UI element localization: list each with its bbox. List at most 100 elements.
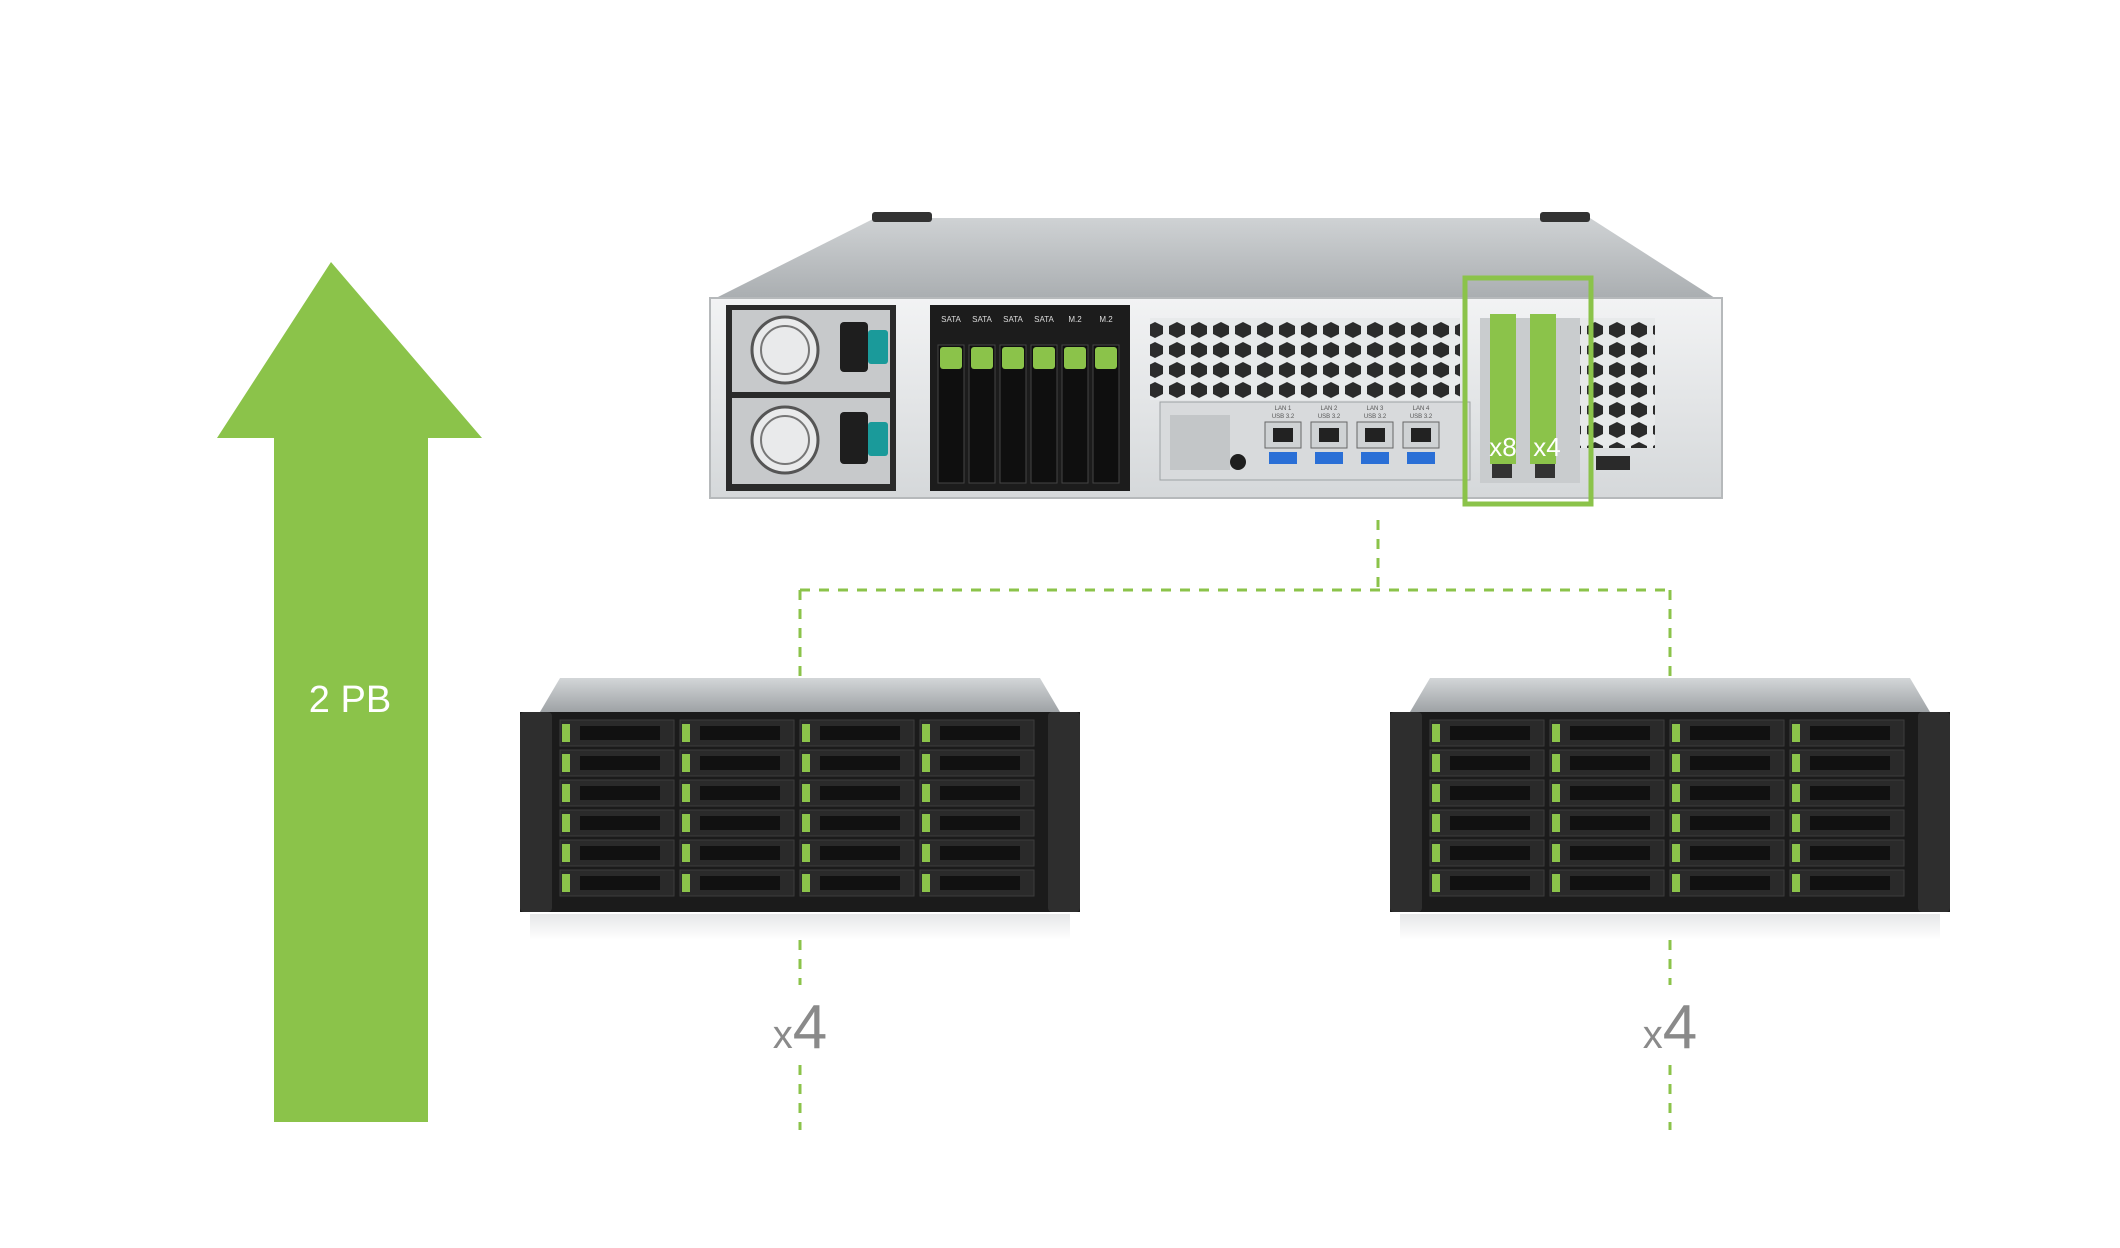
usb-port-label: USB 3.2 bbox=[1272, 414, 1295, 420]
capacity-arrow: 2 PB bbox=[217, 262, 482, 1122]
drive-bay-latch[interactable] bbox=[1002, 347, 1024, 369]
fan-icon bbox=[760, 325, 810, 375]
drive-tray-latch[interactable] bbox=[1792, 754, 1800, 772]
jbod-reflection bbox=[1400, 914, 1940, 940]
expansion-unit-left bbox=[520, 678, 1080, 940]
drive-tray-latch[interactable] bbox=[1432, 784, 1440, 802]
drive-tray-latch[interactable] bbox=[1672, 844, 1680, 862]
pcie-highlight-box bbox=[1462, 275, 1594, 507]
drive-tray-latch[interactable] bbox=[1432, 814, 1440, 832]
arrow-up-icon bbox=[217, 262, 482, 1122]
drive-bay-latch[interactable] bbox=[940, 347, 962, 369]
expansion-multiplier-right: x4 bbox=[1643, 993, 1697, 1062]
power-supply-units bbox=[726, 305, 896, 491]
drive-tray-latch[interactable] bbox=[922, 844, 930, 862]
drive-tray-latch[interactable] bbox=[802, 754, 810, 772]
psu-bottom bbox=[732, 398, 890, 484]
psu-handle-top[interactable] bbox=[868, 330, 888, 364]
drive-tray-latch[interactable] bbox=[682, 874, 690, 892]
usb-port[interactable] bbox=[1315, 452, 1343, 464]
jbod-reflection bbox=[530, 914, 1070, 940]
drive-tray-latch[interactable] bbox=[802, 844, 810, 862]
drive-tray-latch[interactable] bbox=[682, 754, 690, 772]
rack-ear-right bbox=[1918, 712, 1950, 912]
drive-tray-latch[interactable] bbox=[922, 724, 930, 742]
drive-tray-latch[interactable] bbox=[1552, 874, 1560, 892]
drive-tray-latch[interactable] bbox=[1672, 784, 1680, 802]
drive-tray-latch[interactable] bbox=[1792, 814, 1800, 832]
connector-lines bbox=[798, 520, 1672, 1130]
drive-bay-latch[interactable] bbox=[1095, 347, 1117, 369]
jbod-top-cover bbox=[1410, 678, 1930, 712]
usb-port-label: USB 3.2 bbox=[1318, 414, 1341, 420]
drive-tray-latch[interactable] bbox=[922, 814, 930, 832]
drive-bay-latch[interactable] bbox=[971, 347, 993, 369]
drive-tray-latch[interactable] bbox=[922, 874, 930, 892]
drive-bay-label: SATA bbox=[1003, 315, 1023, 324]
drive-tray-latch[interactable] bbox=[682, 784, 690, 802]
rack-ear-left bbox=[520, 712, 552, 912]
usb-port[interactable] bbox=[1361, 452, 1389, 464]
lan-port-label: LAN 1 bbox=[1275, 406, 1292, 412]
drive-tray-latch[interactable] bbox=[1792, 844, 1800, 862]
pcie-slot-x8[interactable] bbox=[1490, 314, 1516, 464]
drive-bay-label: M.2 bbox=[1068, 315, 1082, 324]
drive-tray-latch[interactable] bbox=[1672, 814, 1680, 832]
drive-tray-latch[interactable] bbox=[1792, 724, 1800, 742]
pcie-slot-x4[interactable] bbox=[1530, 314, 1556, 464]
drive-tray-latch[interactable] bbox=[1552, 814, 1560, 832]
lan-port-label: LAN 3 bbox=[1367, 406, 1384, 412]
drive-tray-latch[interactable] bbox=[562, 874, 570, 892]
drive-tray-latch[interactable] bbox=[1432, 844, 1440, 862]
drive-tray-latch[interactable] bbox=[1552, 754, 1560, 772]
drive-tray-latch[interactable] bbox=[802, 724, 810, 742]
drive-tray-latch[interactable] bbox=[562, 844, 570, 862]
expansion-multiplier-left: x4 bbox=[773, 993, 827, 1062]
drive-tray-latch[interactable] bbox=[802, 814, 810, 832]
usb-port[interactable] bbox=[1407, 452, 1435, 464]
drive-bay-latch[interactable] bbox=[1064, 347, 1086, 369]
fan-icon bbox=[760, 415, 810, 465]
drive-tray-latch[interactable] bbox=[562, 814, 570, 832]
drive-bay-label: SATA bbox=[972, 315, 992, 324]
drive-tray-latch[interactable] bbox=[1552, 844, 1560, 862]
expansion-unit-right bbox=[1390, 678, 1950, 940]
drive-tray-latch[interactable] bbox=[1792, 784, 1800, 802]
drive-tray-latch[interactable] bbox=[682, 724, 690, 742]
drive-tray-latch[interactable] bbox=[1432, 874, 1440, 892]
drive-tray-latch[interactable] bbox=[802, 874, 810, 892]
drive-tray-latch[interactable] bbox=[1672, 874, 1680, 892]
capacity-label: 2 PB bbox=[309, 679, 391, 721]
rack-ear-right bbox=[1048, 712, 1080, 912]
jbod-top-cover bbox=[540, 678, 1060, 712]
drive-bay-label: SATA bbox=[941, 315, 961, 324]
drive-tray-latch[interactable] bbox=[802, 784, 810, 802]
drive-tray-latch[interactable] bbox=[1432, 754, 1440, 772]
pcie-slot-label-x8: x8 bbox=[1489, 432, 1516, 462]
drive-tray-latch[interactable] bbox=[1552, 724, 1560, 742]
drive-tray-latch[interactable] bbox=[562, 784, 570, 802]
hdmi-port[interactable] bbox=[1596, 456, 1630, 470]
usb-port[interactable] bbox=[1269, 452, 1297, 464]
rack-ear-left bbox=[1390, 712, 1422, 912]
drive-bay-latch[interactable] bbox=[1033, 347, 1055, 369]
drive-tray-latch[interactable] bbox=[562, 754, 570, 772]
drive-tray-latch[interactable] bbox=[1672, 724, 1680, 742]
drive-tray-latch[interactable] bbox=[1672, 754, 1680, 772]
drive-tray-latch[interactable] bbox=[922, 784, 930, 802]
nas-top-cover bbox=[712, 218, 1718, 300]
drive-tray-latch[interactable] bbox=[562, 724, 570, 742]
power-button-icon[interactable] bbox=[1230, 454, 1246, 470]
usb-port-label: USB 3.2 bbox=[1410, 414, 1433, 420]
usb-port-label: USB 3.2 bbox=[1364, 414, 1387, 420]
drive-tray-latch[interactable] bbox=[922, 754, 930, 772]
drive-tray-latch[interactable] bbox=[1552, 784, 1560, 802]
drive-tray-latch[interactable] bbox=[682, 814, 690, 832]
drive-tray-latch[interactable] bbox=[1432, 724, 1440, 742]
psu-handle-bottom[interactable] bbox=[868, 422, 888, 456]
drive-tray-latch[interactable] bbox=[1792, 874, 1800, 892]
drive-tray-latch[interactable] bbox=[682, 844, 690, 862]
